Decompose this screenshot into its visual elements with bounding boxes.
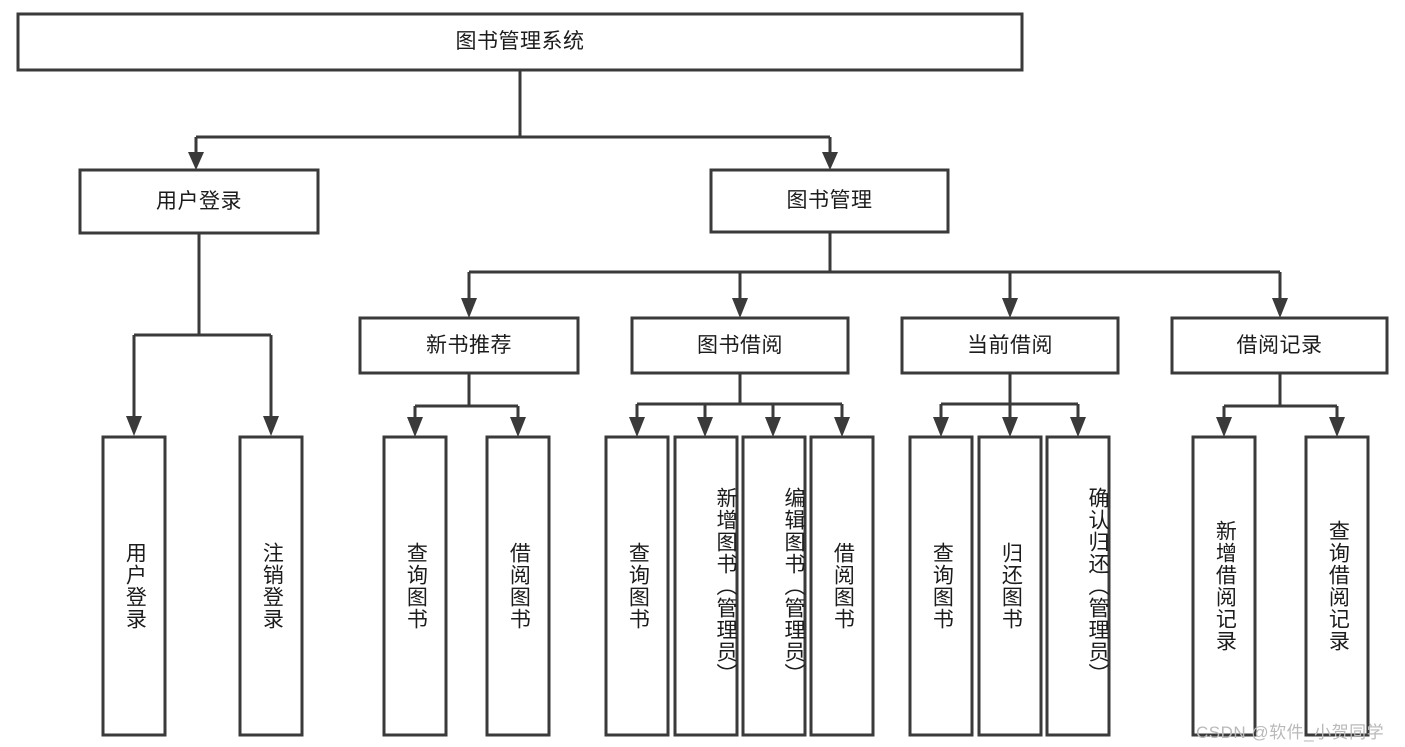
node-box-book-manage[interactable] [709, 168, 950, 234]
arrowhead-leaf-query-record [1329, 417, 1345, 437]
node-box-leaf-query-book-3[interactable] [908, 435, 974, 737]
arrowhead-leaf-borrow-book-1 [510, 417, 526, 437]
arrowhead-leaf-add-record [1216, 417, 1232, 437]
connector-user-login-to-leaves [126, 233, 279, 436]
arrowhead-leaf-query-book-2 [629, 417, 645, 437]
connector-new-book-to-leaves [407, 373, 526, 437]
arrowhead-leaf-return-book [1002, 417, 1018, 437]
node-box-leaf-add-record[interactable] [1191, 435, 1257, 737]
arrowhead-borrow-record [1272, 298, 1288, 318]
connector-current-borrow-to-leaves [933, 373, 1086, 437]
arrowhead-leaf-add-book [697, 417, 713, 437]
node-box-new-book-recommend[interactable] [358, 316, 580, 375]
arrowhead-book-borrow [732, 298, 748, 318]
arrowhead-book-manage [822, 152, 838, 170]
node-box-leaf-borrow-book-1[interactable] [485, 435, 551, 737]
connector-root-to-level1 [188, 70, 838, 170]
connector-book-manage-to-level2 [461, 232, 1288, 318]
node-box-leaf-edit-book[interactable] [741, 435, 807, 737]
connector-book-borrow-to-leaves [629, 373, 850, 437]
arrowhead-leaf-query-book-1 [407, 417, 423, 437]
node-box-leaf-query-book-2[interactable] [604, 435, 670, 737]
arrowhead-leaf-edit-book [765, 417, 781, 437]
arrowhead-leaf-user-login [126, 416, 142, 436]
node-box-leaf-user-login[interactable] [101, 435, 167, 737]
arrowhead-user-login [188, 152, 204, 170]
watermark-text: CSDN @软件_小贺同学 [1196, 723, 1385, 742]
node-box-user-login[interactable] [78, 168, 320, 235]
node-box-borrow-record[interactable] [1170, 316, 1389, 375]
arrowhead-new-book-recommend [461, 298, 477, 318]
node-box-leaf-query-record[interactable] [1304, 435, 1370, 737]
connector-borrow-record-to-leaves [1216, 373, 1345, 437]
node-box-leaf-borrow-book-2[interactable] [809, 435, 875, 737]
arrowhead-leaf-confirm-return [1070, 417, 1086, 437]
node-box-leaf-logout[interactable] [238, 435, 304, 737]
arrowhead-leaf-borrow-book-2 [834, 417, 850, 437]
node-box-leaf-add-book[interactable] [673, 435, 739, 737]
arrowhead-leaf-query-book-3 [933, 417, 949, 437]
arrowhead-current-borrow [1002, 298, 1018, 318]
node-box-leaf-confirm-return[interactable] [1045, 435, 1111, 737]
arrowhead-leaf-logout [263, 416, 279, 436]
node-box-current-borrow[interactable] [900, 316, 1120, 375]
node-box-leaf-return-book[interactable] [977, 435, 1043, 737]
node-box-book-borrow[interactable] [630, 316, 850, 375]
node-box-root[interactable] [16, 12, 1024, 72]
node-box-leaf-query-book-1[interactable] [382, 435, 448, 737]
